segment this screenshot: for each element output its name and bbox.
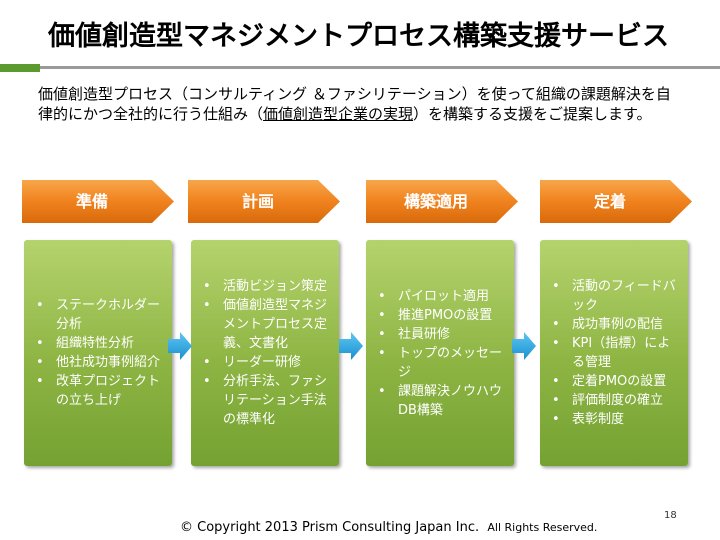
- phase-box-preparation: ステークホルダー分析 組織特性分析 他社成功事例紹介 改革プロジェクトの立ち上げ: [24, 240, 172, 466]
- phase-box-planning: 活動ビジョン策定 価値創造型マネジメントプロセス定義、文書化 リーダー研修 分析…: [191, 240, 339, 466]
- right-arrow-icon: [339, 332, 363, 360]
- page-number: 18: [664, 510, 677, 521]
- phase-item: ステークホルダー分析: [34, 296, 166, 334]
- phase-chevron-planning: 計画: [188, 180, 340, 223]
- phase-item: 他社成功事例紹介: [34, 353, 166, 372]
- footer-copyright: © Copyright 2013 Prism Consulting Japan …: [180, 520, 597, 535]
- phase-chevron-establishment: 定着: [540, 180, 692, 223]
- phase-item: 活動ビジョン策定: [201, 277, 333, 296]
- phase-item: 定着PMOの設置: [550, 372, 682, 391]
- phase-item: 組織特性分析: [34, 334, 166, 353]
- phase-chevron-preparation: 準備: [22, 180, 174, 223]
- phase-item: 表彰制度: [550, 410, 682, 429]
- phase-item: 評価制度の確立: [550, 391, 682, 410]
- phase-label-preparation: 準備: [75, 192, 108, 211]
- chevron-shape: [188, 180, 340, 223]
- phase-label-planning: 計画: [241, 192, 274, 211]
- phase-item: KPI（指標）による管理: [550, 334, 682, 372]
- phase-label-deployment: 構築適用: [403, 192, 468, 211]
- phase-item: 社員研修: [376, 325, 508, 344]
- phase-box-deployment: パイロット適用 推進PMOの設置 社員研修 トップのメッセージ 課題解決ノウハウ…: [366, 240, 514, 466]
- phase-item: パイロット適用: [376, 287, 508, 306]
- copyright-text: © Copyright 2013 Prism Consulting Japan …: [180, 520, 480, 535]
- intro-text-before: 価値創造型プロセス（コンサルティング ＆ファシリテーション）を使って組織の課題解…: [38, 85, 671, 123]
- right-arrow-icon: [512, 332, 536, 360]
- phase-item: 課題解決ノウハウDB構築: [376, 382, 508, 420]
- chevron-shape: [366, 180, 518, 223]
- title-divider: [40, 66, 720, 69]
- chevron-shape: [540, 180, 692, 223]
- phase-item: 分析手法、ファシリテーション手法の標準化: [201, 372, 333, 429]
- phase-item: 活動のフィードバック: [550, 277, 682, 315]
- page-title: 価値創造型マネジメントプロセス構築支援サービス: [48, 21, 669, 52]
- phase-items-list: ステークホルダー分析 組織特性分析 他社成功事例紹介 改革プロジェクトの立ち上げ: [24, 296, 172, 410]
- intro-paragraph: 価値創造型プロセス（コンサルティング ＆ファシリテーション）を使って組織の課題解…: [38, 84, 678, 124]
- phase-items-list: 活動ビジョン策定 価値創造型マネジメントプロセス定義、文書化 リーダー研修 分析…: [191, 277, 339, 429]
- phase-item: 成功事例の配信: [550, 315, 682, 334]
- rights-text: All Rights Reserved.: [487, 521, 598, 534]
- phase-items-list: パイロット適用 推進PMOの設置 社員研修 トップのメッセージ 課題解決ノウハウ…: [366, 287, 514, 420]
- phase-item: 改革プロジェクトの立ち上げ: [34, 372, 166, 410]
- intro-text-after: ）を構築する支援をご提案します。: [413, 105, 652, 123]
- phase-item: 価値創造型マネジメントプロセス定義、文書化: [201, 296, 333, 353]
- chevron-shape: [22, 180, 174, 223]
- phase-box-establishment: 活動のフィードバック 成功事例の配信 KPI（指標）による管理 定着PMOの設置…: [540, 240, 688, 466]
- phase-item: リーダー研修: [201, 353, 333, 372]
- phase-item: 推進PMOの設置: [376, 306, 508, 325]
- right-arrow-icon: [168, 332, 192, 360]
- title-accent-bar: [0, 64, 40, 72]
- phase-chevron-deployment: 構築適用: [366, 180, 518, 223]
- intro-underlined-text: 価値創造型企業の実現: [263, 105, 414, 123]
- phase-label-establishment: 定着: [593, 192, 626, 211]
- phase-items-list: 活動のフィードバック 成功事例の配信 KPI（指標）による管理 定着PMOの設置…: [540, 277, 688, 429]
- phase-item: トップのメッセージ: [376, 344, 508, 382]
